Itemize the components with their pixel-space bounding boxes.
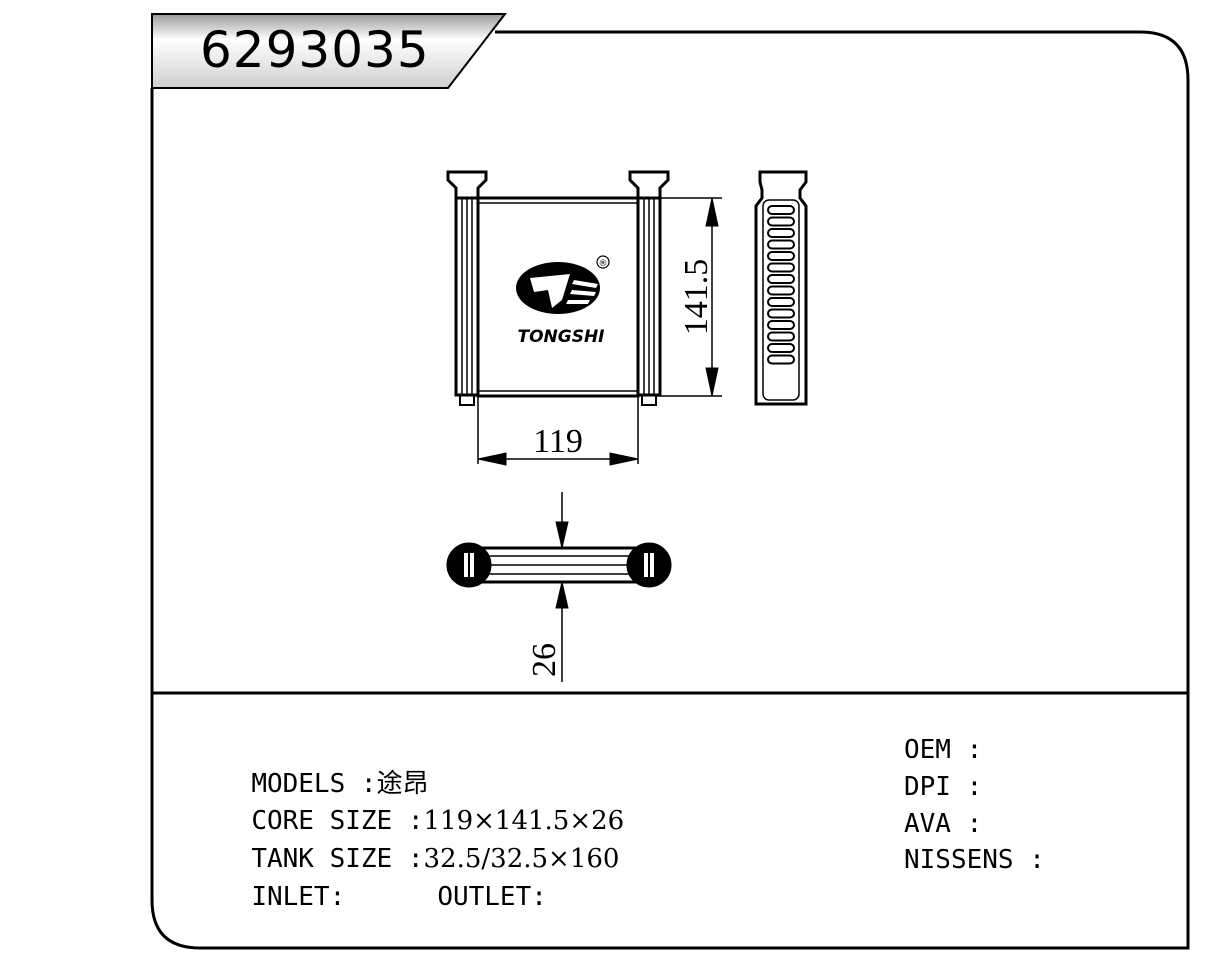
tube-slot — [767, 216, 795, 227]
inlet-label: INLET: — [251, 882, 346, 912]
tube-slot — [767, 205, 795, 215]
width-dimension-label: 119 — [533, 423, 583, 460]
outlet-row: OUTLET: — [406, 840, 547, 916]
models-row: MODELS :途昂 — [220, 727, 429, 803]
height-dimension — [655, 197, 722, 397]
tank-size-label: TANK SIZE : — [251, 844, 424, 874]
nissens-label: NISSENS : — [904, 845, 1045, 875]
tube-slot — [767, 320, 795, 330]
width-dimension — [477, 396, 639, 466]
tube-slot — [767, 274, 795, 284]
dpi-label: DPI : — [904, 772, 983, 802]
tube-slot — [767, 285, 795, 296]
tube-slot — [767, 297, 795, 307]
brand-name: TONGSHI — [517, 327, 604, 347]
tank-size-value: 32.5/32.5×160 — [423, 844, 620, 874]
core-size-label: CORE SIZE : — [251, 806, 424, 836]
tube-slot — [767, 228, 795, 238]
tube-slot — [767, 251, 795, 261]
title-tab — [151, 13, 508, 89]
tube-slot — [767, 354, 795, 365]
models-label: MODELS : — [251, 769, 377, 799]
tongshi-logo: ® TONGSHI — [516, 255, 610, 347]
height-dimension-label: 141.5 — [678, 259, 715, 336]
inlet-row: INLET: — [220, 840, 345, 916]
tube-slot — [767, 343, 795, 353]
tube-slot — [767, 239, 795, 250]
depth-dimension — [555, 492, 569, 682]
part-number: 6293035 — [200, 21, 430, 79]
models-value: 途昂 — [376, 769, 429, 799]
depth-dimension-label: 26 — [526, 643, 563, 677]
tube-slot — [767, 331, 795, 342]
core-size-value: 119×141.5×26 — [423, 806, 625, 836]
outlet-label: OUTLET: — [437, 882, 547, 912]
front-view — [446, 170, 670, 406]
oem-label: OEM : — [904, 735, 983, 765]
tube-slot — [767, 262, 795, 273]
registered-mark: ® — [599, 259, 608, 269]
outer-border — [150, 30, 1190, 950]
side-view — [754, 170, 808, 406]
tank-size-row: TANK SIZE :32.5/32.5×160 — [220, 802, 619, 878]
top-view — [446, 542, 672, 588]
tube-slot — [767, 308, 795, 319]
core-size-row: CORE SIZE :119×141.5×26 — [220, 764, 624, 840]
ava-label: AVA : — [904, 809, 983, 839]
